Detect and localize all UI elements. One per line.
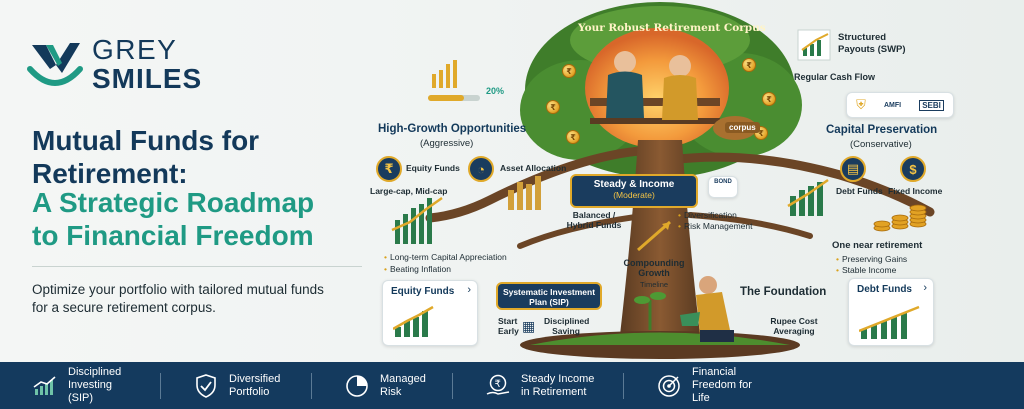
asset-allocation-label: Asset Allocation — [500, 163, 567, 173]
aggressive-bullet-1: Long-term Capital Appreciation — [384, 252, 507, 262]
hero-banner: GREY SMILES Mutual Funds for Retirement:… — [0, 0, 1024, 362]
debt-funds-card[interactable]: Debt Funds › — [848, 278, 934, 346]
moderate-title: Steady & Income — [593, 179, 675, 190]
feature-label: Steady Income in Retirement — [521, 372, 595, 398]
debt-growth-chart-icon — [859, 305, 920, 339]
equity-funds-card[interactable]: Equity Funds › — [382, 280, 478, 346]
near-retirement-label: One near retirement — [832, 240, 923, 251]
moderate-bullet-2: Risk Management — [678, 221, 753, 231]
aggressive-subtitle: (Aggressive) — [420, 138, 474, 149]
sip-disciplined-label: Disciplined Saving — [544, 316, 590, 336]
regulator-badges: ⛨ AMFI SEBI — [846, 92, 954, 118]
foundation-caption: Rupee Cost Averaging — [770, 316, 818, 336]
growth-percent: 20% — [486, 86, 505, 96]
aggressive-title: High-Growth Opportunities — [378, 123, 527, 135]
feature-item-freedom: Financial Freedom for Life — [624, 362, 772, 409]
chevron-right-icon: › — [923, 282, 927, 294]
fixed-income-icon: $ — [900, 156, 926, 182]
rupee-coin-icon: ₹ — [562, 64, 576, 78]
sebi-badge: SEBI — [919, 99, 944, 111]
conservative-subtitle: (Conservative) — [850, 139, 912, 150]
rupee-coin-icon: ₹ — [546, 100, 560, 114]
tagline: Optimize your portfolio with tailored mu… — [32, 282, 324, 315]
corpus-label: corpus — [725, 122, 760, 133]
swp-title: Structured Payouts (SWP) — [838, 32, 906, 55]
trunk-title: Compounding Growth — [623, 258, 685, 278]
brand-logo[interactable]: GREY SMILES — [26, 34, 203, 94]
logo-mark-icon — [27, 42, 83, 86]
feature-item-sip: Disciplined Investing (SIP) — [0, 362, 138, 409]
separator — [311, 372, 312, 399]
chevron-right-icon: › — [467, 284, 471, 296]
equity-growth-chart-icon — [393, 305, 434, 337]
feature-item-risk: Managed Risk — [312, 362, 430, 409]
amfi-badge: AMFI — [883, 101, 902, 109]
separator — [160, 372, 161, 399]
page-title: Mutual Funds for Retirement: — [32, 125, 260, 189]
conservative-bullet-1: Preserving Gains — [836, 254, 907, 264]
feature-item-income: ₹ Steady Income in Retirement — [453, 362, 601, 409]
feature-bar: Disciplined Investing (SIP) Diversified … — [0, 362, 1024, 409]
sip-badge: Systematic Investment Plan (SIP) — [496, 282, 602, 310]
debt-funds-label: Debt Funds — [836, 186, 883, 196]
debt-card-title: Debt Funds — [857, 284, 912, 295]
shield-icon: ⛨ — [856, 97, 866, 112]
target-icon — [656, 373, 682, 399]
separator — [452, 372, 453, 399]
swp-caption: Regular Cash Flow — [794, 72, 876, 82]
caps-label: Large-cap, Mid-cap — [370, 186, 448, 196]
brand-line-1: GREY — [92, 34, 178, 65]
page-subtitle: A Strategic Roadmap to Financial Freedom — [32, 187, 315, 251]
separator — [623, 372, 624, 399]
balanced-label: Balanced / Hybrid Funds — [566, 210, 622, 230]
retirement-tree-illustration: ₹ ₹ ₹ ₹ ₹ ₹ Your Robust Retirement Corpu… — [370, 0, 1024, 362]
asset-allocation-icon: ◔ — [468, 156, 494, 182]
pie-chart-icon — [344, 373, 370, 399]
bond-certificate: BOND — [708, 176, 738, 198]
feature-item-diversified: Diversified Portfolio — [161, 362, 289, 409]
chart-up-icon — [32, 373, 58, 399]
feature-label: Diversified Portfolio — [229, 372, 281, 398]
rupee-coin-icon: ₹ — [742, 58, 756, 72]
shield-check-icon — [193, 373, 219, 399]
moderate-bullet-1: Diversification — [678, 210, 737, 220]
calendar-icon: ▦ — [522, 318, 536, 334]
rupee-hand-icon: ₹ — [485, 373, 511, 399]
rupee-coin-icon: ₹ — [762, 92, 776, 106]
feature-label: Managed Risk — [380, 372, 426, 398]
feature-label: Disciplined Investing (SIP) — [68, 366, 122, 404]
conservative-bullet-2: Stable Income — [836, 265, 896, 275]
aggressive-bullet-2: Beating Inflation — [384, 264, 451, 274]
equity-card-title: Equity Funds — [391, 286, 455, 297]
conservative-title: Capital Preservation — [826, 124, 938, 136]
equity-funds-icon: ₹ — [376, 156, 402, 182]
trunk-caption: Timeline — [640, 280, 669, 289]
fixed-income-label: Fixed Income — [888, 186, 943, 196]
moderate-subtitle: (Moderate) — [613, 190, 655, 200]
rupee-coin-icon: ₹ — [566, 130, 580, 144]
svg-text:₹: ₹ — [495, 379, 501, 390]
brand-line-2: SMILES — [92, 62, 203, 94]
equity-funds-label: Equity Funds — [406, 163, 460, 173]
foundation-title: The Foundation — [740, 286, 827, 298]
sip-start-label: Start Early — [498, 316, 519, 336]
canopy-title: Your Robust Retirement Corpus — [578, 22, 766, 34]
feature-label: Financial Freedom for Life — [692, 366, 752, 404]
moderate-badge: Steady & Income (Moderate) — [570, 174, 698, 208]
divider — [32, 266, 362, 267]
debt-funds-icon: ▤ — [840, 156, 866, 182]
